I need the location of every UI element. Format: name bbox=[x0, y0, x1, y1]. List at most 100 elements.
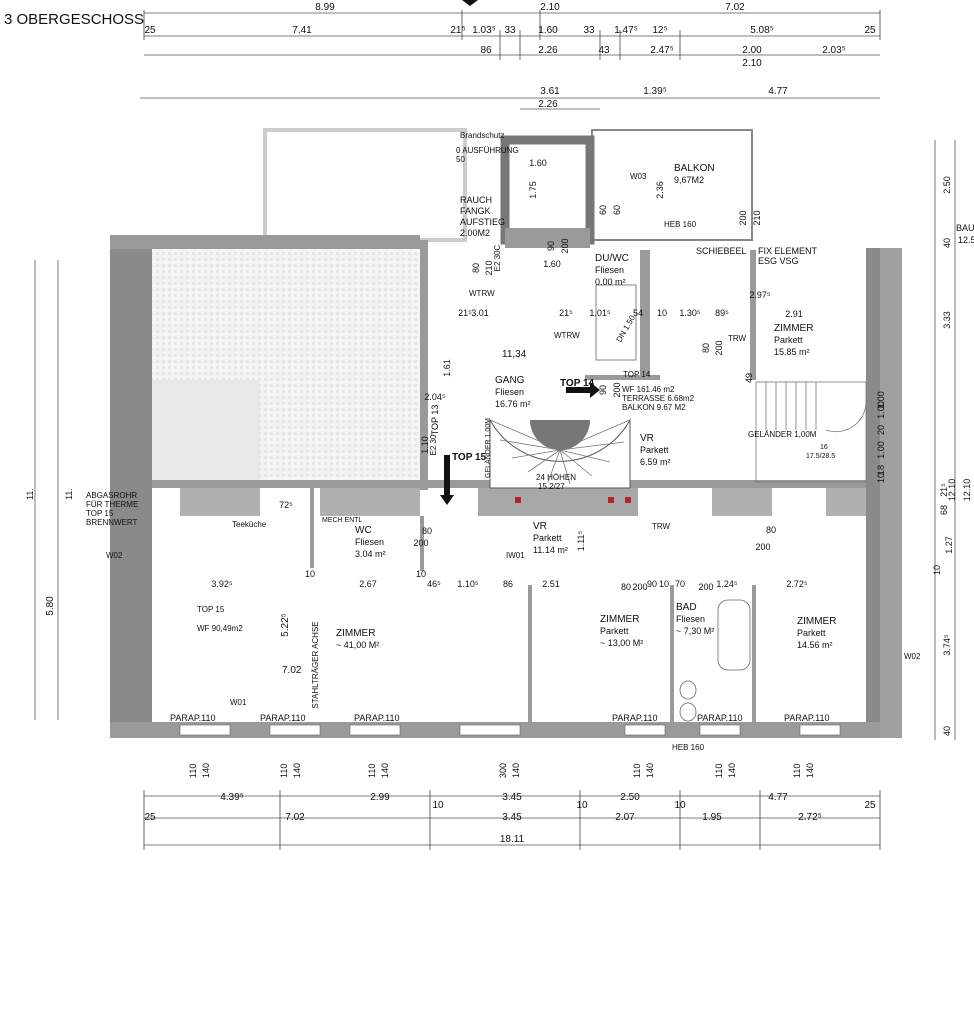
label-rauch: 2.00M2 bbox=[460, 228, 490, 238]
label-parapet: PARAP.110 bbox=[784, 713, 830, 723]
label-stair-right: 16 bbox=[820, 444, 828, 451]
dim-bottom-2: 25 bbox=[144, 812, 156, 823]
room-floor: Parkett bbox=[640, 445, 669, 455]
dim-top-2: 5.08⁵ bbox=[750, 25, 774, 36]
opening-dim: 110 bbox=[188, 764, 198, 778]
inner-dimension: 210 bbox=[752, 210, 762, 225]
inner-dimension: 1.10⁵ bbox=[457, 579, 479, 589]
label-hoehen: 15.2/27 bbox=[538, 482, 565, 491]
inner-dimension: 90 bbox=[598, 385, 608, 395]
inner-dimension: 80 bbox=[701, 343, 711, 353]
room-area: 9,67M2 bbox=[674, 175, 704, 185]
label-balkon14: BALKON 9.67 M2 bbox=[622, 403, 686, 412]
dim-top-2: 1.03⁵ bbox=[472, 25, 496, 36]
room-floor: Parkett bbox=[600, 626, 629, 636]
room-name: BALKON bbox=[674, 163, 715, 174]
dim-left-height: 5.80 bbox=[45, 596, 56, 616]
label-top15-arrow: TOP 15 bbox=[452, 452, 487, 463]
dim-bottom-2: 10 bbox=[576, 800, 588, 811]
dim-bottom-2: 10 bbox=[432, 800, 444, 811]
inner-dimension: 60 bbox=[598, 205, 608, 215]
dim-right-bau2: 12.5 bbox=[958, 235, 974, 245]
label-e230: E2 30 bbox=[429, 434, 438, 455]
label-schiebeel: SCHIEBEEL bbox=[696, 246, 747, 256]
opening-dim: 110 bbox=[714, 764, 724, 778]
label-abgasrohr: BRENNWERT bbox=[86, 518, 138, 527]
label-ausfuehrung: 0 AUSFÜHRUNG bbox=[456, 146, 519, 155]
inner-dimension: 21⁵ bbox=[458, 308, 472, 318]
dim-top-2: 12⁵ bbox=[652, 25, 667, 36]
room-floor: Parkett bbox=[774, 335, 803, 345]
label-e230c: E2 30C bbox=[493, 244, 502, 271]
label-gelaender: GELÄNDER 1.00M bbox=[484, 418, 492, 478]
label-top13: TOP 13 bbox=[430, 405, 440, 436]
room-area: 6.59 m² bbox=[640, 457, 671, 467]
inner-dimension: 1.11⁵ bbox=[576, 530, 586, 551]
room-floor: Fliesen bbox=[495, 387, 524, 397]
label-top15: TOP 15 bbox=[197, 605, 225, 614]
inner-dimension: 90 bbox=[546, 241, 556, 251]
dim-top-2: 21⁵ bbox=[450, 25, 465, 36]
label-1-10: 1.10 bbox=[420, 436, 430, 454]
room-area: ~ 41,00 M² bbox=[336, 640, 379, 650]
inner-dimension: 3.92⁵ bbox=[211, 579, 233, 589]
label-50: 50 bbox=[456, 155, 465, 164]
room-area: 3.04 m² bbox=[355, 549, 386, 559]
neighbour-stair bbox=[150, 380, 260, 480]
dimension-ticks bbox=[143, 10, 881, 850]
inner-dimension: 86 bbox=[503, 579, 513, 589]
inner-dimension: 200 bbox=[560, 238, 570, 253]
neighbour-upper-outline bbox=[263, 128, 467, 242]
label-trw: TRW bbox=[728, 334, 747, 343]
label-iw01: IW01 bbox=[506, 551, 525, 560]
room-name: VR bbox=[533, 521, 547, 532]
inner-dimension: 200 bbox=[698, 582, 713, 592]
label-abgasrohr: FÜR THERME bbox=[86, 500, 138, 509]
inner-dimension: 54 bbox=[633, 308, 643, 318]
dim-bottom-1: 4.39⁵ bbox=[220, 792, 244, 803]
inner-dimension: 10 bbox=[305, 569, 315, 579]
inner-dimension: 1.01⁵ bbox=[589, 308, 611, 318]
room-name: ZIMMER bbox=[797, 616, 836, 627]
label-brandschutz: Brandschutz bbox=[460, 131, 504, 140]
dim-bottom-2: 2.72⁵ bbox=[798, 812, 822, 823]
inner-dimension: 1.60 bbox=[543, 259, 561, 269]
floor-title: 3 OBERGESCHOSS bbox=[4, 11, 145, 28]
inner-dimension: 3.01 bbox=[471, 308, 489, 318]
label-level: 11,34 bbox=[502, 349, 527, 360]
opening-dim: 110 bbox=[279, 764, 289, 778]
dim-bottom-2: 3.45 bbox=[502, 812, 522, 823]
inner-dimension: 18 bbox=[876, 465, 886, 475]
label-parapet: PARAP.110 bbox=[612, 713, 658, 723]
dim-top-2: 33 bbox=[583, 25, 595, 36]
label-heb-top: HEB 160 bbox=[664, 220, 697, 229]
opening-dim: 140 bbox=[380, 763, 390, 778]
room-area: ~ 7,30 M² bbox=[676, 626, 714, 636]
label-w02: W02 bbox=[106, 551, 123, 560]
inner-dimension: 21⁵ bbox=[559, 308, 573, 318]
inner-dimension: 60 bbox=[612, 205, 622, 215]
windows-bottom bbox=[179, 724, 841, 736]
dim-right: 2.50 bbox=[942, 176, 952, 194]
inner-dimension: 90 bbox=[647, 579, 657, 589]
dim-bottom-2: 2.07 bbox=[615, 812, 635, 823]
inner-dimension: 2.36 bbox=[655, 181, 665, 199]
dim-top-1: 7.02 bbox=[725, 2, 745, 13]
room-area: 15.85 m² bbox=[774, 347, 810, 357]
inner-dimension: 20 bbox=[876, 425, 886, 435]
inner-dimension: 200 bbox=[413, 538, 428, 548]
label-terrasse: TERRASSE 6.68m2 bbox=[622, 394, 695, 403]
label-top14: TOP 14 bbox=[623, 370, 651, 379]
label-w01: W01 bbox=[230, 698, 247, 707]
dim-top-2: 33 bbox=[504, 25, 516, 36]
dim-right: 12.10 bbox=[947, 479, 957, 502]
dim-bottom-1: 2.99 bbox=[370, 792, 390, 803]
chimney-shaft bbox=[500, 135, 595, 245]
label-wtrw: WTRW bbox=[554, 331, 580, 340]
dim-bottom-2: 7.02 bbox=[285, 812, 305, 823]
opening-dim: 110 bbox=[632, 764, 642, 778]
inner-dimension: 200 bbox=[612, 382, 622, 397]
dim-top-5: 2.26 bbox=[538, 99, 558, 110]
label-mech-entl: MECH ENTL bbox=[322, 517, 363, 524]
room-name: ZIMMER bbox=[774, 323, 813, 334]
